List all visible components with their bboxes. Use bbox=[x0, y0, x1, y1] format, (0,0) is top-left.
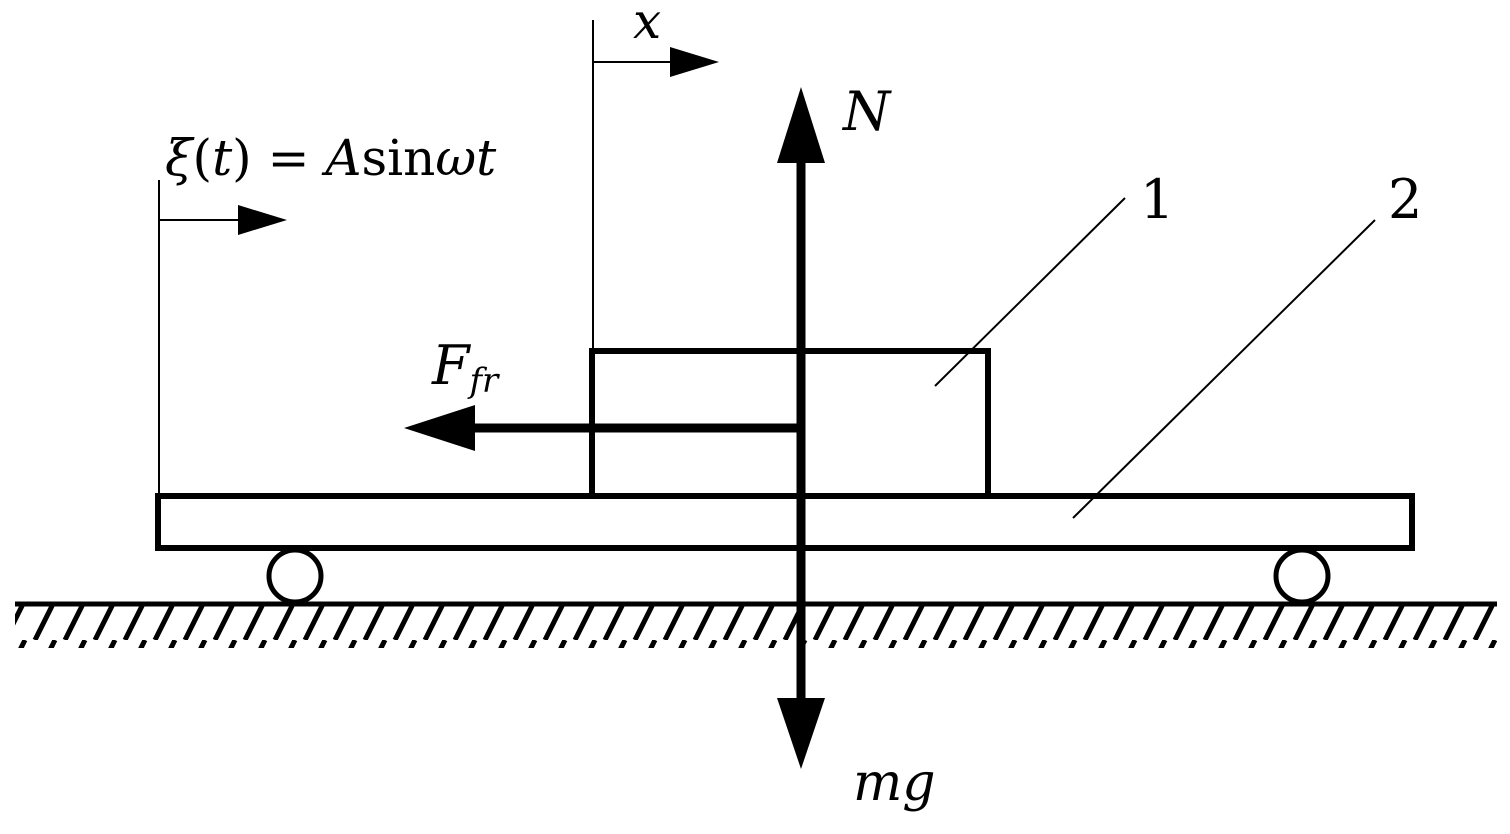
displacement-indicator bbox=[592, 20, 719, 351]
normal-force-arrowhead bbox=[777, 87, 825, 163]
displacement-arrowhead bbox=[670, 47, 719, 77]
platform-body-2 bbox=[155, 493, 1415, 551]
left-wheel bbox=[266, 547, 324, 605]
callout-line-body-2 bbox=[1072, 219, 1376, 519]
callout-label-body-1: 1 bbox=[1140, 168, 1174, 231]
gravity-arrowhead bbox=[777, 698, 825, 769]
excitation-indicator bbox=[158, 180, 287, 496]
ground-hatching bbox=[15, 606, 1497, 648]
excitation-arrowhead bbox=[238, 205, 287, 235]
gravity-label: mg bbox=[853, 753, 936, 813]
excitation-label: ξ(t) = Asinωt bbox=[165, 129, 497, 187]
callout-line-body-1 bbox=[934, 197, 1126, 387]
right-wheel bbox=[1273, 547, 1331, 605]
normal-force-label: N bbox=[841, 80, 892, 143]
callout-label-body-2: 2 bbox=[1388, 168, 1422, 231]
friction-force-label: Ffr bbox=[431, 334, 500, 401]
displacement-label: x bbox=[633, 0, 661, 50]
friction-force-arrowhead bbox=[404, 405, 475, 451]
ground bbox=[15, 601, 1497, 648]
